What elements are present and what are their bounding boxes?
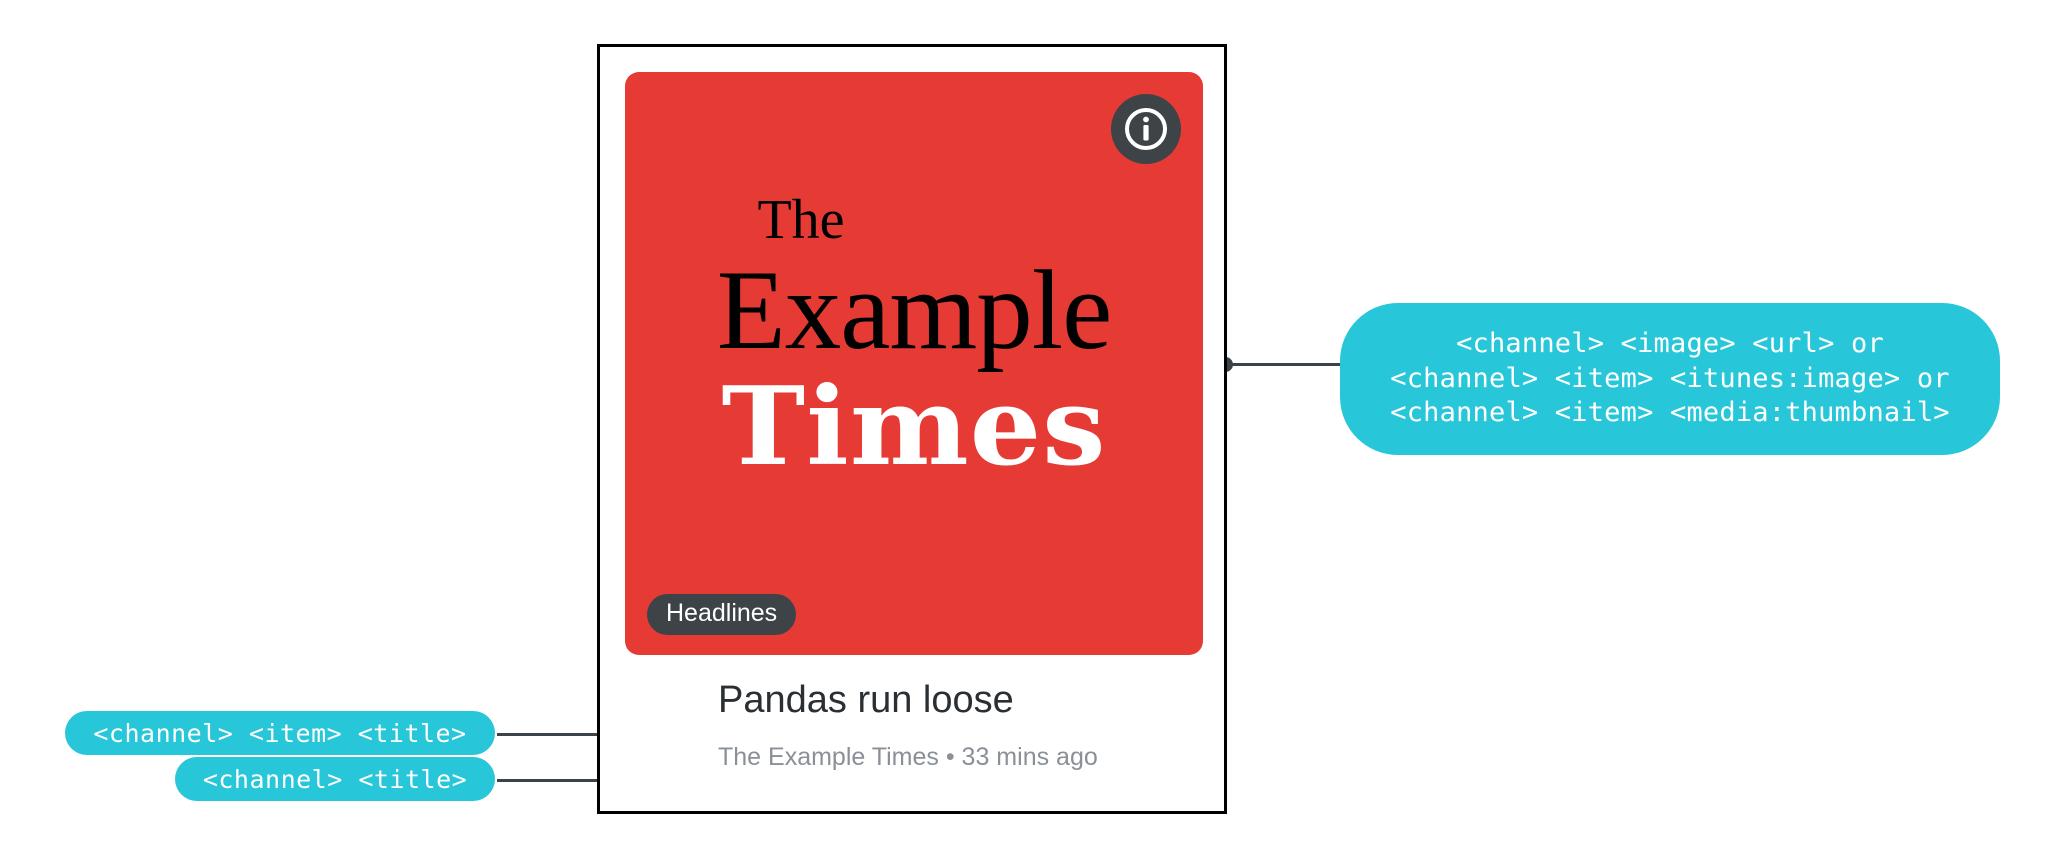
masthead-line-the: The	[757, 189, 845, 251]
publication-masthead: The Example Times	[625, 192, 1203, 482]
callout-channel-title-text: <channel> <title>	[202, 764, 468, 794]
masthead-line-example: Example	[716, 248, 1113, 373]
leader-line-image-source	[1225, 363, 1352, 366]
category-badge[interactable]: Headlines	[647, 594, 797, 635]
news-feed-card[interactable]: The Example Times Headlines Pandas run l…	[597, 44, 1227, 814]
article-meta: The Example Times • 33 mins ago	[718, 743, 1098, 771]
callout-item-title-text: <channel> <item> <title>	[93, 718, 467, 748]
callout-item-title[interactable]: <channel> <item> <title>	[65, 711, 495, 755]
masthead-line-times: Times	[721, 363, 1107, 490]
article-title[interactable]: Pandas run loose	[718, 679, 1014, 721]
callout-image-source[interactable]: <channel> <image> <url> or <channel> <it…	[1340, 303, 2000, 455]
callout-image-source-text: <channel> <image> <url> or <channel> <it…	[1390, 328, 1950, 429]
article-thumbnail[interactable]: The Example Times Headlines	[625, 72, 1203, 655]
callout-channel-title[interactable]: <channel> <title>	[175, 757, 495, 801]
info-icon[interactable]	[1111, 94, 1181, 164]
